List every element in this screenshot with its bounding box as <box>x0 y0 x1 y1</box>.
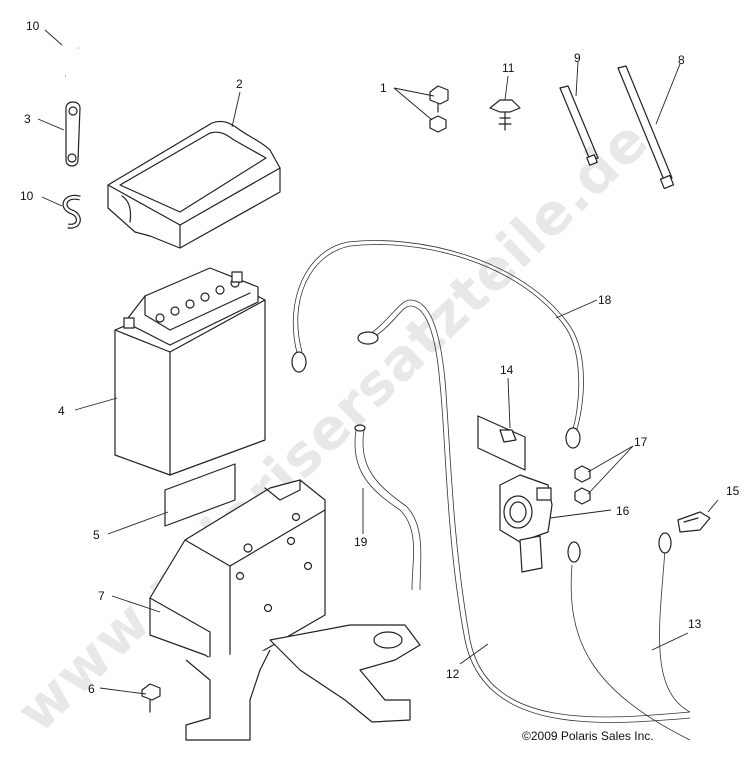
part-14-bolt <box>477 415 526 471</box>
part-7-bracket <box>149 479 421 741</box>
callout-1: 1 <box>380 81 387 95</box>
part-1-bolt-nut <box>429 85 449 133</box>
callout-4: 4 <box>58 404 65 418</box>
part-10-clip-top <box>61 45 79 78</box>
part-19-hose <box>354 424 422 591</box>
part-11-push-clip <box>489 99 521 131</box>
part-8-cable-tie <box>617 65 675 190</box>
callout-7: 7 <box>98 589 105 603</box>
callout-3: 3 <box>24 112 31 126</box>
part-3-strap <box>65 101 81 167</box>
callout-14: 14 <box>500 363 514 377</box>
callout-5: 5 <box>93 528 100 542</box>
part-4-battery <box>114 267 266 476</box>
part-15-bolt <box>677 511 711 533</box>
callout-16: 16 <box>616 504 630 518</box>
callout-17: 17 <box>634 435 648 449</box>
callout-11: 11 <box>502 61 515 75</box>
callout-10-top: 10 <box>26 19 40 33</box>
part-9-cable-tie <box>559 85 599 166</box>
part-13-cable <box>567 532 691 741</box>
callout-10-bottom: 10 <box>20 189 34 203</box>
part-18-cable <box>291 240 584 449</box>
callout-8: 8 <box>678 53 685 67</box>
callout-18: 18 <box>598 293 612 307</box>
part-17-nuts <box>574 465 591 505</box>
part-2-battery-cover <box>107 120 281 249</box>
callout-13: 13 <box>688 617 702 631</box>
part-5-label <box>164 463 236 527</box>
callout-9: 9 <box>574 51 581 65</box>
callout-15: 15 <box>726 484 740 498</box>
callout-labels: 10 3 10 2 1 11 9 8 4 18 14 17 15 16 5 19… <box>20 19 740 696</box>
part-16-solenoid <box>499 474 553 573</box>
copyright-notice: ©2009 Polaris Sales Inc. <box>522 729 654 743</box>
part-6-screw <box>141 683 161 713</box>
callout-19: 19 <box>354 535 368 549</box>
part-12-cable <box>357 299 691 723</box>
part-10-clip-bottom <box>62 194 81 229</box>
leader-lines <box>37 29 719 695</box>
callout-2: 2 <box>236 77 243 91</box>
callout-12: 12 <box>446 667 460 681</box>
callout-6: 6 <box>88 682 95 696</box>
